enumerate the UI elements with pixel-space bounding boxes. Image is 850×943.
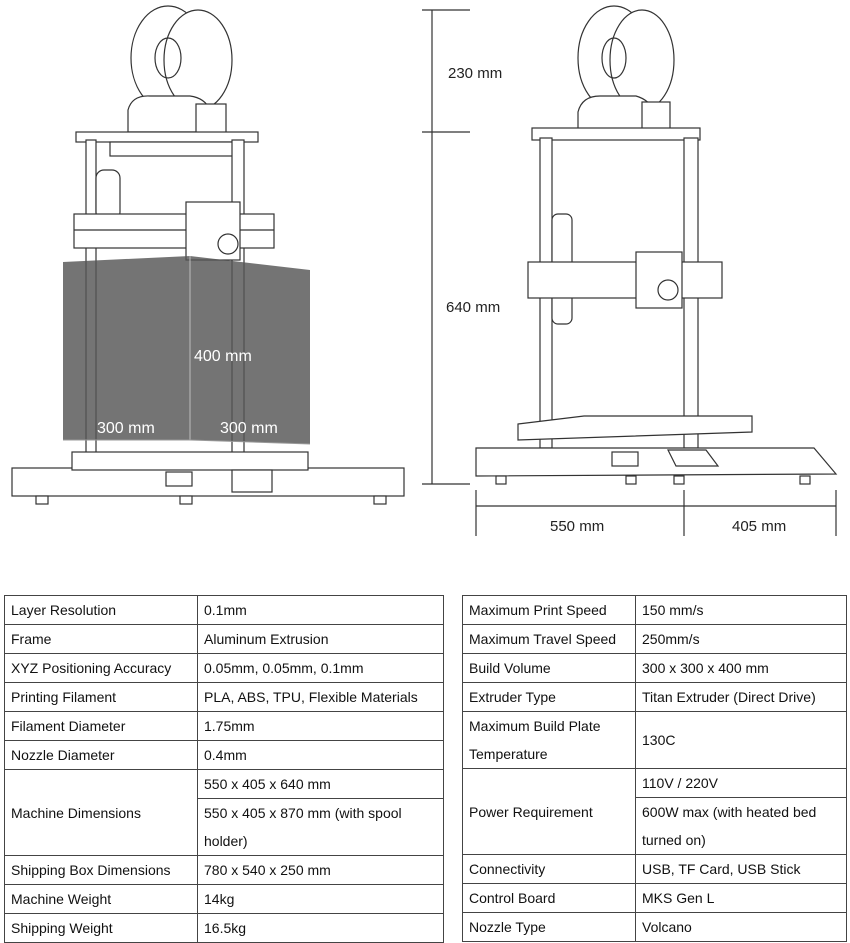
table-row: Nozzle Type Volcano xyxy=(462,912,847,942)
height-dimension-lines xyxy=(422,9,470,485)
table-row: Power Requirement 110V / 220V xyxy=(462,768,847,855)
machine-width-label: 550 mm xyxy=(550,518,604,535)
spec-value: 300 x 300 x 400 mm xyxy=(635,653,847,683)
table-row: 600W max (with heated bed turned on) xyxy=(463,797,847,855)
spec-value: 150 mm/s xyxy=(635,595,847,625)
spec-label: Filament Diameter xyxy=(4,711,198,741)
table-row: Shipping Weight 16.5kg xyxy=(4,913,444,943)
spec-label: Layer Resolution xyxy=(4,595,198,625)
spec-label: Extruder Type xyxy=(462,682,636,712)
table-row: Filament Diameter 1.75mm xyxy=(4,711,444,741)
table-row: Maximum Travel Speed 250mm/s xyxy=(462,624,847,654)
table-row: Layer Resolution 0.1mm xyxy=(4,595,444,625)
width-depth-dimension-lines xyxy=(475,490,837,536)
table-row: Connectivity USB, TF Card, USB Stick xyxy=(462,854,847,884)
spec-value: 550 x 405 x 870 mm (with spool holder) xyxy=(197,798,444,856)
spec-label: Build Volume xyxy=(462,653,636,683)
spec-value: MKS Gen L xyxy=(635,883,847,913)
build-height-label: 400 mm xyxy=(194,348,252,365)
spec-label: Printing Filament xyxy=(4,682,198,712)
table-row: Control Board MKS Gen L xyxy=(462,883,847,913)
spec-value: 1.75mm xyxy=(197,711,444,741)
spec-label: Maximum Travel Speed xyxy=(462,624,636,654)
build-width-label: 300 mm xyxy=(97,420,155,437)
table-row: 550 x 405 x 870 mm (with spool holder) xyxy=(5,798,444,856)
spec-value: 14kg xyxy=(197,884,444,914)
table-row: Nozzle Diameter 0.4mm xyxy=(4,740,444,770)
spec-label: Connectivity xyxy=(462,854,636,884)
spec-value: PLA, ABS, TPU, Flexible Materials xyxy=(197,682,444,712)
spec-label: Shipping Weight xyxy=(4,913,198,943)
spec-value: 600W max (with heated bed turned on) xyxy=(635,797,847,855)
table-row: Machine Weight 14kg xyxy=(4,884,444,914)
table-row: Maximum Print Speed 150 mm/s xyxy=(462,595,847,625)
spec-label: Shipping Box Dimensions xyxy=(4,855,198,885)
spec-label: Power Requirement xyxy=(462,768,636,855)
spec-value: 250mm/s xyxy=(635,624,847,654)
table-row: Frame Aluminum Extrusion xyxy=(4,624,444,654)
printer-drawings: 400 mm 300 mm 300 mm 230 mm 640 mm xyxy=(11,5,838,536)
spec-value: 550 x 405 x 640 mm xyxy=(197,769,444,799)
spec-table-right: Maximum Print Speed 150 mm/s Maximum Tra… xyxy=(462,595,847,942)
table-row: Shipping Box Dimensions 780 x 540 x 250 … xyxy=(4,855,444,885)
table-row: Extruder Type Titan Extruder (Direct Dri… xyxy=(462,682,847,712)
spec-label: Maximum Build Plate Temperature xyxy=(462,711,636,769)
spec-label: Machine Weight xyxy=(4,884,198,914)
spec-label: XYZ Positioning Accuracy xyxy=(4,653,198,683)
spec-label: Nozzle Diameter xyxy=(4,740,198,770)
machine-depth-label: 405 mm xyxy=(732,518,786,535)
machine-height-label: 640 mm xyxy=(446,299,500,316)
spec-value: 0.05mm, 0.05mm, 0.1mm xyxy=(197,653,444,683)
spec-label: Machine Dimensions xyxy=(4,769,198,856)
spec-value: Titan Extruder (Direct Drive) xyxy=(635,682,847,712)
spec-value: 110V / 220V xyxy=(635,768,847,798)
table-row: Build Volume 300 x 300 x 400 mm xyxy=(462,653,847,683)
spec-table-left: Layer Resolution 0.1mm Frame Aluminum Ex… xyxy=(4,595,444,943)
build-depth-label: 300 mm xyxy=(220,420,278,437)
spec-value: Aluminum Extrusion xyxy=(197,624,444,654)
spec-value: 130C xyxy=(635,711,847,769)
spec-value: Volcano xyxy=(635,912,847,942)
spool-height-label: 230 mm xyxy=(448,65,502,82)
table-row: Machine Dimensions 550 x 405 x 640 mm xyxy=(4,769,444,856)
spec-value: 0.4mm xyxy=(197,740,444,770)
table-row: Maximum Build Plate Temperature 130C xyxy=(462,711,847,769)
spec-value: 780 x 540 x 250 mm xyxy=(197,855,444,885)
build-volume-box xyxy=(63,256,311,445)
spec-value: 0.1mm xyxy=(197,595,444,625)
spec-label: Nozzle Type xyxy=(462,912,636,942)
spec-value: 16.5kg xyxy=(197,913,444,943)
spec-label: Control Board xyxy=(462,883,636,913)
spec-label: Frame xyxy=(4,624,198,654)
spec-label: Maximum Print Speed xyxy=(462,595,636,625)
angled-view-printer xyxy=(475,5,838,485)
table-row: XYZ Positioning Accuracy 0.05mm, 0.05mm,… xyxy=(4,653,444,683)
spec-value: USB, TF Card, USB Stick xyxy=(635,854,847,884)
table-row: Printing Filament PLA, ABS, TPU, Flexibl… xyxy=(4,682,444,712)
